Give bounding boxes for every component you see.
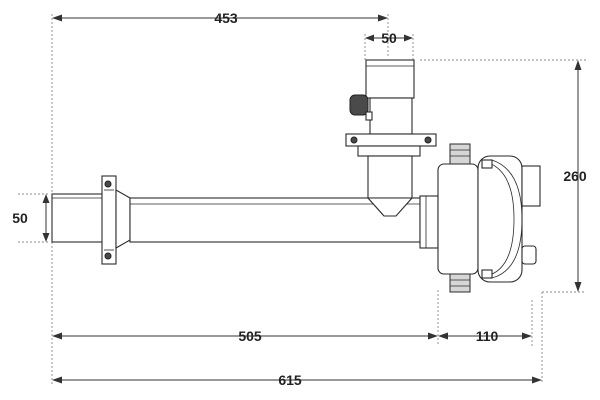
dimension-50-top: 50 [365, 30, 413, 46]
dimension-260: 260 [563, 60, 587, 292]
pipe-reducer [115, 189, 131, 249]
dimension-453: 453 [52, 10, 388, 26]
dimension-50-left: 50 [12, 194, 50, 242]
bolt-icon [104, 180, 112, 188]
dim-label-inlet-diameter: 50 [12, 210, 28, 226]
dim-label-vertical-port-width: 50 [381, 30, 397, 46]
pump-top-fitting [449, 143, 471, 165]
pipe-clamp-vertical [345, 133, 437, 147]
dim-label-overall-length: 453 [214, 10, 238, 26]
pump-bottom-fitting [449, 273, 471, 293]
vertical-column [357, 145, 421, 217]
dim-label-pipe-length: 505 [238, 328, 262, 344]
dim-label-height: 260 [563, 168, 587, 184]
pipe-coupling [419, 195, 439, 249]
vertical-outlet [349, 59, 415, 135]
pipe-clamp-left [101, 175, 117, 265]
dimension-110: 110 [438, 328, 532, 344]
pump-body [437, 143, 541, 293]
main-pipe [129, 197, 421, 243]
bolt-icon [424, 136, 432, 144]
dimension-505: 505 [52, 328, 438, 344]
bolt-icon [104, 252, 112, 260]
dim-label-total-length: 615 [278, 372, 302, 388]
dimension-615: 615 [52, 372, 542, 388]
valve-handle-icon [349, 94, 369, 116]
bolt-icon [350, 136, 358, 144]
dim-label-pump-length: 110 [476, 328, 499, 344]
inlet-pipe [51, 193, 105, 243]
